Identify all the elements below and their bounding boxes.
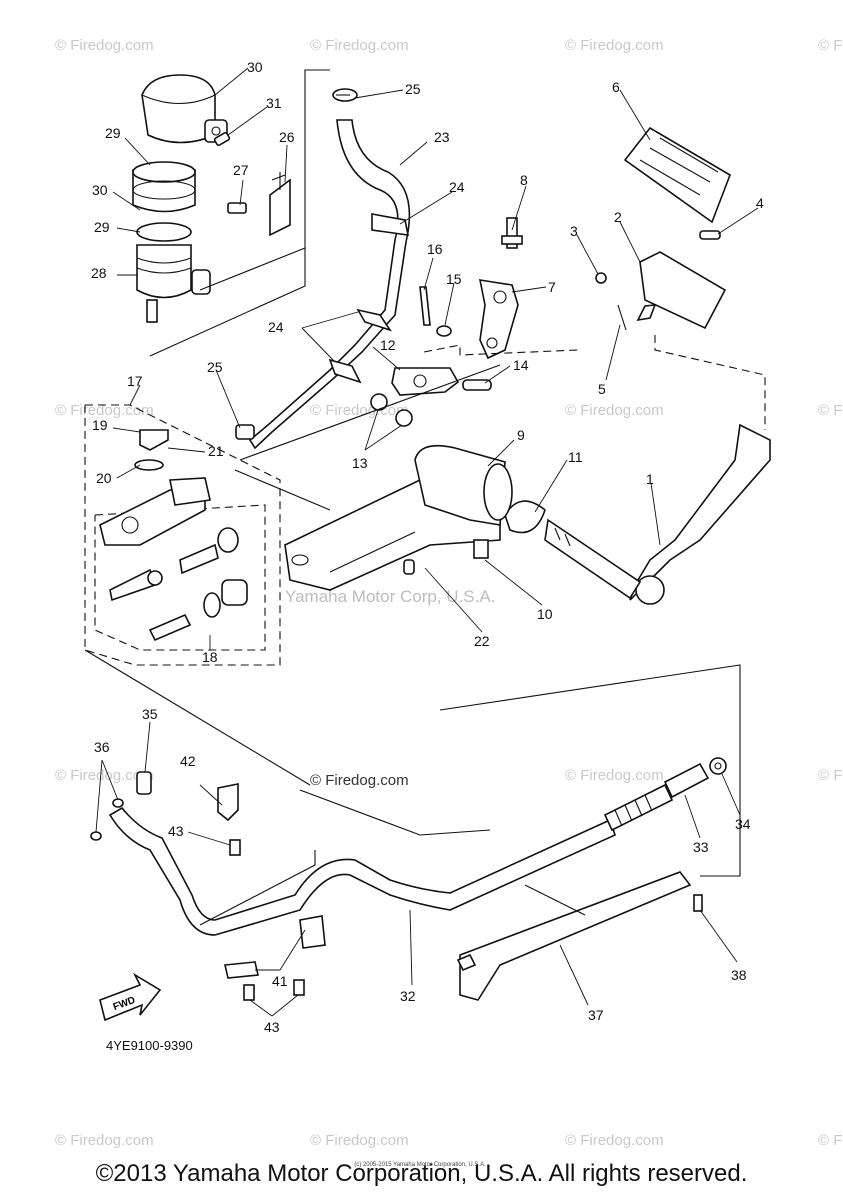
callout-24-lower: 24 <box>268 319 284 335</box>
callout-5: 5 <box>598 381 606 397</box>
watermark: © Firedog.com <box>55 402 154 419</box>
callout-39: 37 <box>588 1007 604 1023</box>
callout-32: 30 <box>247 59 263 75</box>
callout-4: 4 <box>756 195 764 211</box>
callout-25-lower: 25 <box>207 359 223 375</box>
callout-1: 1 <box>646 471 654 487</box>
callout-12: 12 <box>380 337 396 353</box>
callout-26: 26 <box>279 129 295 145</box>
watermark: © Firedog.com <box>818 1132 843 1149</box>
small-note: (c) 2005-2015 Yamaha Motor Corporation, … <box>354 1162 486 1168</box>
callout-15: 15 <box>446 271 462 287</box>
callout-41: 41 <box>272 973 288 989</box>
callout-14: 14 <box>513 357 529 373</box>
watermark: © Firedog.com <box>565 767 664 784</box>
callout-18: 18 <box>202 649 218 665</box>
callout-13: 13 <box>352 455 368 471</box>
part-code: 4YE9100-9390 <box>106 1038 193 1053</box>
fwd-arrow: FWD <box>99 972 162 1022</box>
watermark: © Firedog.com <box>55 1132 154 1149</box>
reservoir-assembly <box>132 69 330 357</box>
leader-lines <box>95 67 759 1017</box>
callout-20: 20 <box>96 470 112 486</box>
watermark: © Firedog.com <box>310 1132 409 1149</box>
callout-3: 3 <box>570 223 578 239</box>
bracket-9 <box>284 444 513 591</box>
callout-34: 32 <box>400 988 416 1004</box>
callout-25-top: 25 <box>405 81 421 97</box>
watermark: © Firedog.com <box>310 37 409 54</box>
callout-29: 29 <box>94 219 110 235</box>
callout-8: 8 <box>520 172 528 188</box>
center-watermark: Yamaha Motor Corp, U.S.A. <box>285 587 495 606</box>
watermark: © Firedog.com <box>818 37 843 54</box>
master-cylinder <box>84 364 501 786</box>
callout-24-top: 24 <box>449 179 465 195</box>
callout-16: 16 <box>427 241 443 257</box>
callout-9: 9 <box>517 427 525 443</box>
copyright-text: ©2013 Yamaha Motor Corporation, U.S.A. A… <box>95 1160 748 1187</box>
watermark: © Firedog.com <box>565 1132 664 1149</box>
watermark: © Firedog.com <box>818 402 843 419</box>
callout-7: 7 <box>548 279 556 295</box>
callout-30: 30 <box>92 182 108 198</box>
callout-11: 11 <box>568 449 583 465</box>
callout-28: 28 <box>91 265 107 281</box>
watermark-layer: © Firedog.com © Firedog.com © Firedog.co… <box>55 37 843 1149</box>
callout-10: 10 <box>537 606 553 622</box>
pedal-assembly <box>504 126 771 605</box>
callout-42: 42 <box>180 753 196 769</box>
callout-31: 29 <box>105 125 121 141</box>
watermark: © Firedog.com <box>55 767 154 784</box>
callout-6: 6 <box>612 79 620 95</box>
callout-23: 23 <box>434 129 450 145</box>
callout-17: 17 <box>127 373 143 389</box>
callout-19: 19 <box>92 417 108 433</box>
watermark-dark: © Firedog.com <box>310 772 409 789</box>
lower-hose-assembly <box>90 664 741 1001</box>
callout-22: 22 <box>474 633 490 649</box>
callout-21: 21 <box>208 443 224 459</box>
callout-2: 2 <box>614 209 622 225</box>
callout-35: 33 <box>693 839 709 855</box>
callout-43-upper: 43 <box>168 823 184 839</box>
watermark: © Firedog.com <box>565 402 664 419</box>
callout-36: 34 <box>735 816 751 832</box>
callout-43-lower: 43 <box>264 1019 280 1035</box>
callout-40: 38 <box>731 967 747 983</box>
callout-33: 31 <box>266 95 282 111</box>
hose-23 <box>235 88 411 450</box>
callout-27: 27 <box>233 162 249 178</box>
watermark: © Firedog.com <box>818 767 843 784</box>
callout-38: 36 <box>94 739 110 755</box>
callouts: 30 31 29 26 27 30 29 28 25 23 24 24 8 7 … <box>91 59 764 1035</box>
watermark: © Firedog.com <box>565 37 664 54</box>
callout-37: 35 <box>142 706 158 722</box>
watermark: © Firedog.com <box>55 37 154 54</box>
linkage-assembly <box>370 217 579 427</box>
